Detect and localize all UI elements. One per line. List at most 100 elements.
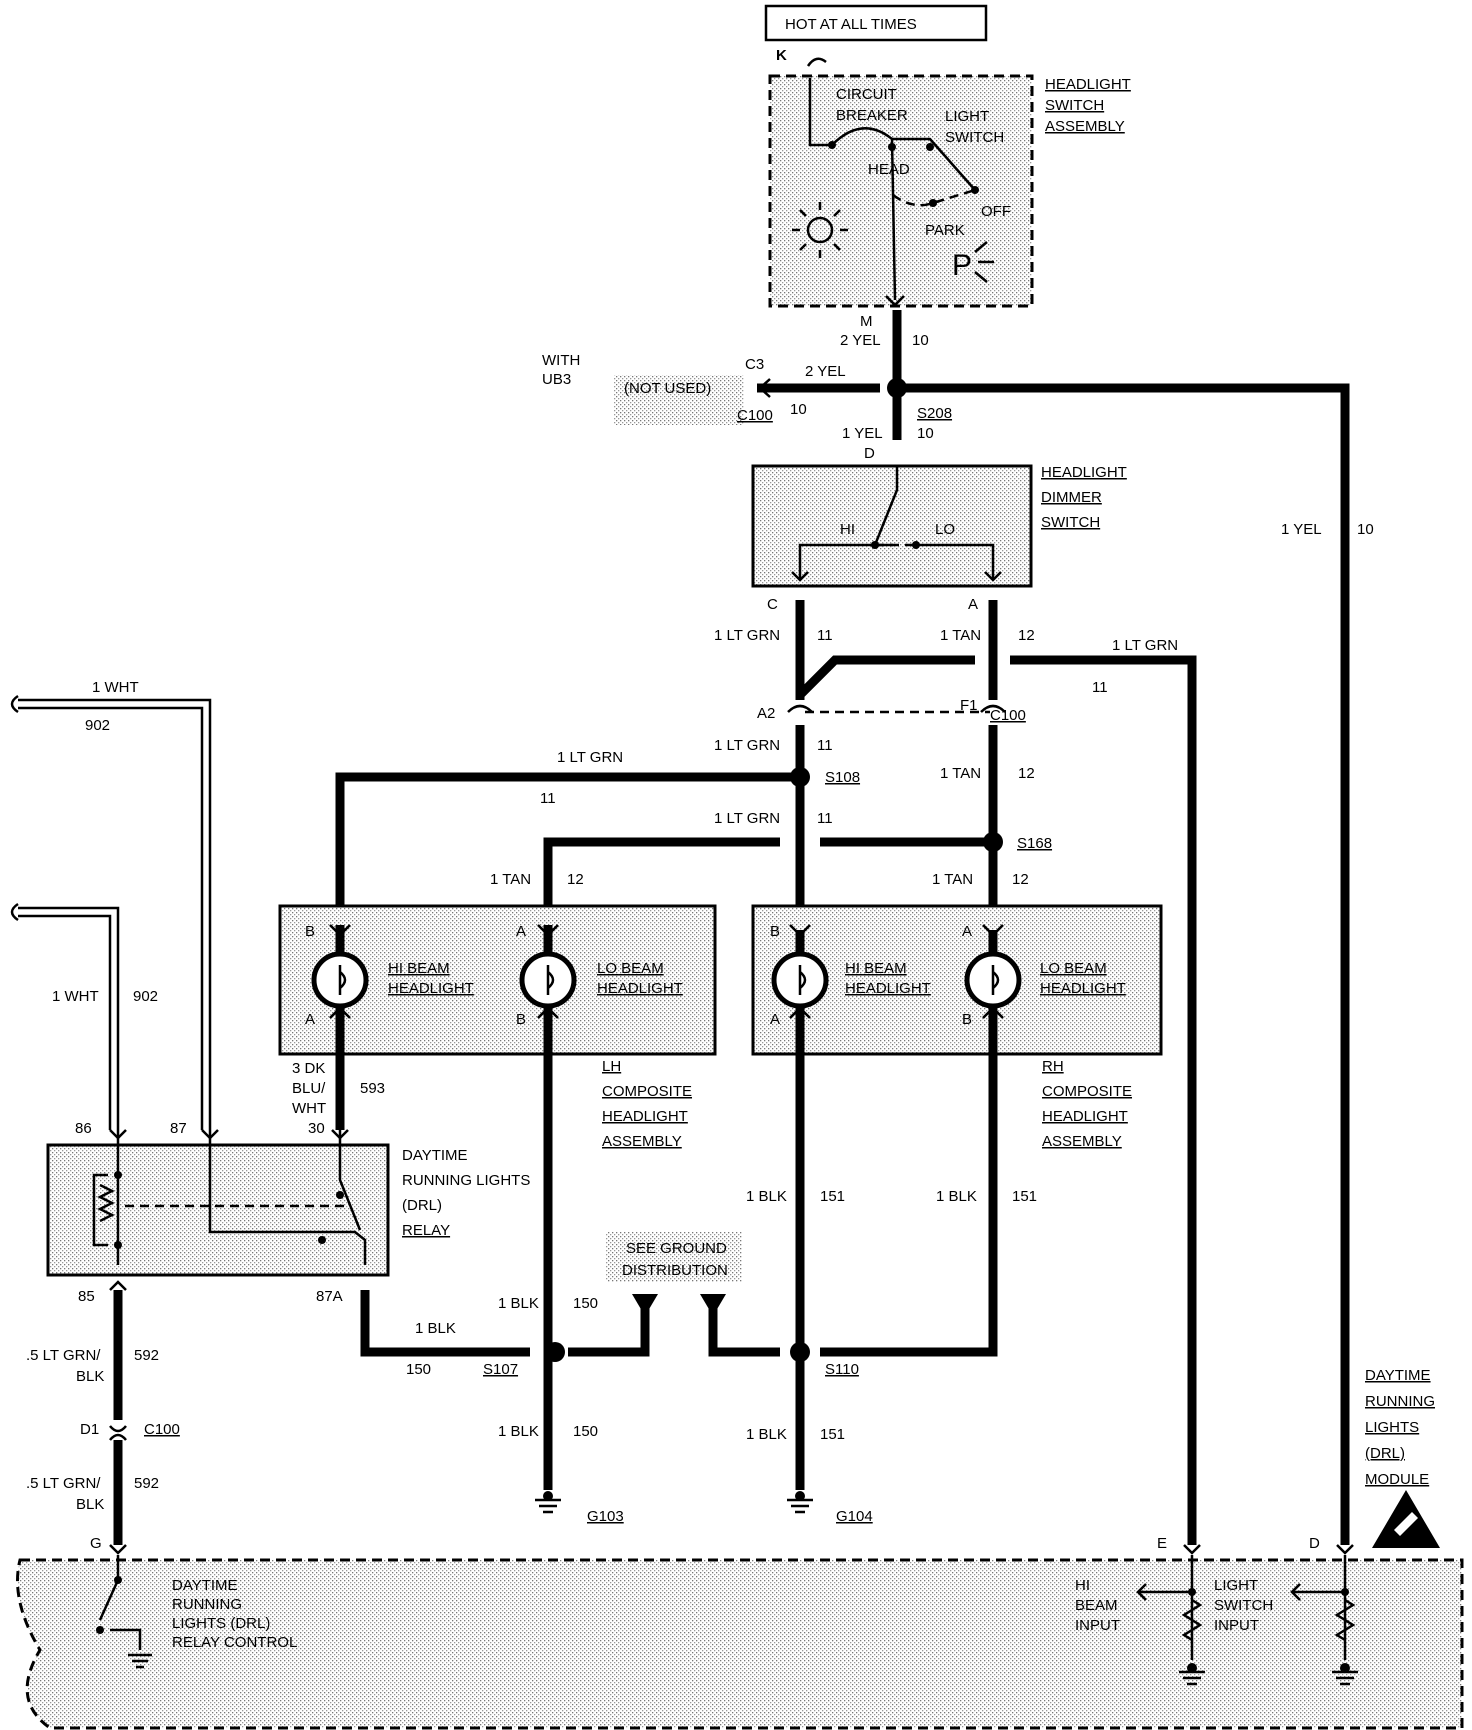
hot-at-all-times-box bbox=[764, 4, 988, 42]
rh-assembly-title-3: HEADLIGHT bbox=[1042, 1108, 1128, 1125]
wire-ltgrn-blk-b2: BLK bbox=[76, 1496, 104, 1513]
wire-1blk-87a: 1 BLK bbox=[415, 1320, 456, 1337]
relay-control-label: DAYTIME bbox=[172, 1577, 238, 1594]
ltgrn-lh-hibeam-wire bbox=[335, 772, 800, 925]
hibeam-input-label: HI bbox=[1075, 1577, 1090, 1594]
drl-module-title-4: (DRL) bbox=[1365, 1445, 1405, 1462]
drl-relay-title: DAYTIME bbox=[402, 1147, 468, 1164]
wire-tan-1: 1 TAN bbox=[940, 627, 981, 644]
drl-module bbox=[16, 1558, 1464, 1730]
circuit-12-c: 12 bbox=[567, 871, 584, 888]
drl-relay-title-2: RUNNING LIGHTS bbox=[402, 1172, 530, 1189]
circuit-902-b: 902 bbox=[133, 988, 158, 1005]
rh-lo-pin-b: B bbox=[962, 1011, 972, 1028]
light-switch-label-2: SWITCH bbox=[945, 129, 1004, 146]
module-pin-e: E bbox=[1157, 1535, 1167, 1552]
headlight-switch-circuit bbox=[806, 57, 976, 301]
wire-ltgrn-5: 1 LT GRN bbox=[714, 810, 780, 827]
light-switch-label: LIGHT bbox=[945, 108, 989, 125]
dimmer-hi-label: HI bbox=[840, 521, 855, 538]
off-label: OFF bbox=[981, 203, 1011, 220]
s208-label: S208 bbox=[917, 405, 952, 422]
pin-m: M bbox=[860, 313, 873, 330]
headlight-switch-title-2: SWITCH bbox=[1045, 97, 1104, 114]
circuit-12-b: 12 bbox=[1018, 765, 1035, 782]
see-ground-label: SEE GROUND bbox=[626, 1240, 727, 1257]
dimmer-output-arrows bbox=[791, 571, 1002, 582]
lh-lobeam-label: LO BEAM bbox=[597, 960, 664, 977]
s107-label: S107 bbox=[483, 1361, 518, 1378]
lh-hibeam-label-2: HEADLIGHT bbox=[388, 980, 474, 997]
yel-drl-wire bbox=[897, 383, 1350, 1545]
c100-label: C100 bbox=[737, 407, 773, 424]
rh-connector-icons bbox=[789, 924, 1004, 1019]
relay-control-label-4: RELAY CONTROL bbox=[172, 1634, 297, 1651]
wire-blu: BLU/ bbox=[292, 1080, 326, 1097]
ground-distribution-icon bbox=[632, 1294, 658, 1316]
circuit-10-c: 10 bbox=[917, 425, 934, 442]
see-ground-shade bbox=[606, 1232, 742, 1282]
circuit-150-b: 150 bbox=[406, 1361, 431, 1378]
switch-output-arrow bbox=[885, 295, 905, 307]
headlight-switch-title: HEADLIGHT bbox=[1045, 76, 1131, 93]
rh-lobeam-label: LO BEAM bbox=[1040, 960, 1107, 977]
headlight-switch-title-3: ASSEMBLY bbox=[1045, 118, 1125, 135]
ground-distribution-icon-2 bbox=[700, 1294, 726, 1316]
see-ground-label-2: DISTRIBUTION bbox=[622, 1262, 728, 1279]
park-symbol-icon: P bbox=[952, 241, 994, 283]
wire-ltgrn-1: 1 LT GRN bbox=[714, 627, 780, 644]
circuit-151-b: 151 bbox=[1012, 1188, 1037, 1205]
s108-splice bbox=[790, 767, 810, 787]
pin-g: G bbox=[90, 1535, 102, 1552]
pin-d: D bbox=[864, 445, 875, 462]
wire-ltgrn-blk-2: BLK bbox=[76, 1368, 104, 1385]
s110-label: S110 bbox=[825, 1361, 859, 1378]
pin-d1: D1 bbox=[80, 1421, 99, 1438]
s168-label: S168 bbox=[1017, 835, 1052, 852]
circuit-11-b: 11 bbox=[1092, 679, 1108, 696]
rh-hibeam-label-2: HEADLIGHT bbox=[845, 980, 931, 997]
s110-splice bbox=[790, 1342, 810, 1362]
c3-label: C3 bbox=[745, 356, 764, 373]
light-switch-input-label-3: INPUT bbox=[1214, 1617, 1259, 1634]
rh-lobeam-bulb-icon bbox=[964, 951, 1022, 1009]
wire-1blk-rh-hi: 1 BLK bbox=[746, 1188, 787, 1205]
pin-k: K bbox=[776, 47, 787, 64]
light-switch-input-label: LIGHT bbox=[1214, 1577, 1258, 1594]
c3-connector-icon bbox=[758, 378, 771, 398]
circuit-150-c: 150 bbox=[573, 1423, 598, 1440]
lh-assembly-title-4: ASSEMBLY bbox=[602, 1133, 682, 1150]
s107-splice bbox=[545, 1342, 565, 1362]
circuit-10: 10 bbox=[912, 332, 929, 349]
relay-control-label-3: LIGHTS (DRL) bbox=[172, 1615, 270, 1632]
pin-a2: A2 bbox=[757, 705, 775, 722]
g104-label: G104 bbox=[836, 1508, 873, 1525]
wire-2yel-b: 2 YEL bbox=[805, 363, 846, 380]
circuit-150: 150 bbox=[573, 1295, 598, 1312]
drl-module-title-3: LIGHTS bbox=[1365, 1419, 1419, 1436]
rh-assembly-title-4: ASSEMBLY bbox=[1042, 1133, 1122, 1150]
rh-lobeam-ground-wire bbox=[820, 1007, 998, 1357]
c100-mid-label: C100 bbox=[990, 707, 1026, 724]
light-switch-input-circuit-icon bbox=[1290, 1555, 1358, 1686]
s108-label: S108 bbox=[825, 769, 860, 786]
wire-3dk: 3 DK bbox=[292, 1060, 325, 1077]
dimmer-title-2: DIMMER bbox=[1041, 489, 1102, 506]
rh-hibeam-label: HI BEAM bbox=[845, 960, 907, 977]
module-pin-d: D bbox=[1309, 1535, 1320, 1552]
lh-bulb-leads-top bbox=[335, 925, 553, 953]
ub3-label: UB3 bbox=[542, 371, 571, 388]
hot-at-all-times-label: HOT AT ALL TIMES bbox=[785, 16, 917, 33]
circuit-151: 151 bbox=[820, 1188, 845, 1205]
headlight-dimmer-switch bbox=[751, 464, 1033, 588]
rh-lobeam-label-2: HEADLIGHT bbox=[1040, 980, 1126, 997]
hibeam-input-circuit-icon bbox=[1136, 1555, 1205, 1686]
circuit-11-c: 11 bbox=[817, 737, 833, 754]
rh-composite-headlight-assembly bbox=[751, 904, 1163, 1056]
blk-150-87a-wire bbox=[360, 1290, 650, 1357]
circuit-593: 593 bbox=[360, 1080, 385, 1097]
wire-tan-2: 1 TAN bbox=[940, 765, 981, 782]
drl-relay bbox=[46, 1143, 390, 1277]
circuit-151-c: 151 bbox=[820, 1426, 845, 1443]
